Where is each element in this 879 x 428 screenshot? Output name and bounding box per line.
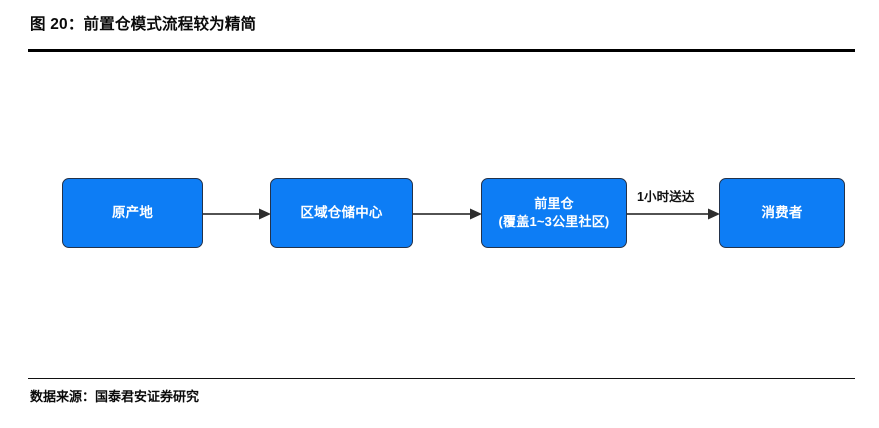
flow-node-consumer[interactable]: 消费者 <box>719 178 845 248</box>
flow-edge-label-delivery: 1小时送达 <box>637 190 695 204</box>
flow-node-origin-label: 原产地 <box>111 205 154 221</box>
flow-node-front-warehouse[interactable]: 前里仓 (覆盖1~3公里社区) <box>481 178 627 248</box>
flow-node-regional-dc-label: 区域仓储中心 <box>300 205 383 221</box>
flow-node-origin[interactable]: 原产地 <box>62 178 203 248</box>
figure-title: 图 20：前置仓模式流程较为精简 <box>30 16 257 33</box>
footer-divider <box>28 378 855 380</box>
flow-connector-front-warehouse-to-consumer <box>627 206 720 222</box>
flow-connector-origin-to-regional-dc <box>203 206 271 222</box>
header-divider <box>28 49 855 52</box>
flow-node-consumer-label: 消费者 <box>761 205 803 221</box>
flow-node-front-warehouse-label: 前里仓 (覆盖1~3公里社区) <box>498 195 610 229</box>
flow-node-regional-dc[interactable]: 区域仓储中心 <box>270 178 413 248</box>
flow-connector-regional-dc-to-front-warehouse <box>413 206 482 222</box>
figure-source: 数据来源：国泰君安证券研究 <box>30 389 200 404</box>
